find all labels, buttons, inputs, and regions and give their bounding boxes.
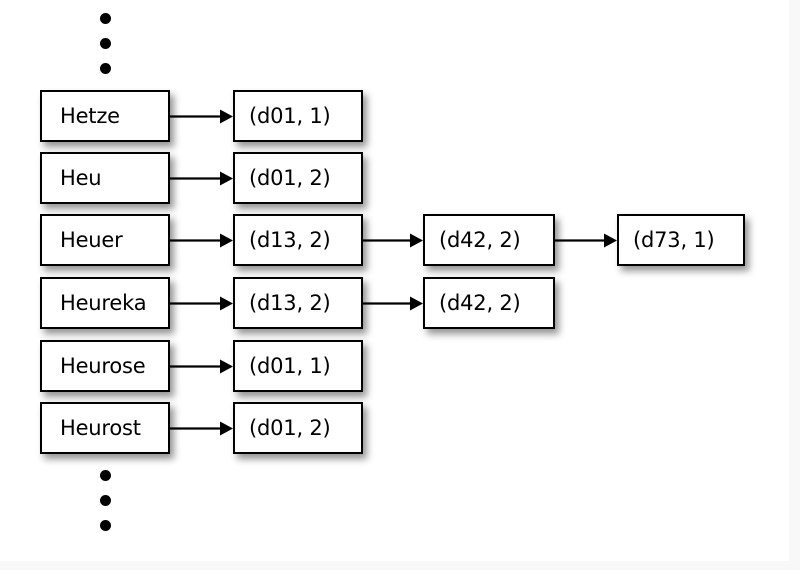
arrow-hetze-to-d01-1 [170,109,233,124]
term-label: Hetze [60,103,120,128]
posting-label: (d73, 1) [633,227,715,252]
term-node-t1: Heu [40,152,170,204]
posting-label: (d42, 2) [439,227,521,252]
arrow-heurost-to-d01-2 [170,421,233,436]
ellipsis-dot [100,38,111,49]
term-node-t2: Heuer [40,214,170,266]
term-node-t0: Hetze [40,90,170,142]
arrow-d13-2-to-d42-2-b [363,296,423,311]
ellipsis-dot [100,13,111,24]
arrow-d13-2-to-d42-2-a [363,233,423,248]
arrow-head [220,359,233,374]
posting-node-p3: (d13, 2) [233,277,363,329]
term-label: Heureka [60,290,147,315]
posting-node-q0: (d42, 2) [423,214,555,266]
posting-label: (d42, 2) [439,290,521,315]
arrow-head [220,421,233,436]
arrow-heu-to-d01-2 [170,171,233,186]
ellipsis-dot [100,63,111,74]
term-node-t4: Heurose [40,340,170,392]
posting-node-q1: (d42, 2) [423,277,555,329]
posting-label: (d01, 2) [249,165,331,190]
arrow-heurose-to-d01-1 [170,359,233,374]
arrow-head [220,233,233,248]
term-node-t3: Heureka [40,277,170,329]
arrow-d42-2-to-d73-1 [555,233,617,248]
page-edge-bottom [0,561,800,570]
arrow-head [604,233,617,248]
ellipsis-dot [100,470,111,481]
posting-node-p0: (d01, 1) [233,90,363,142]
term-label: Heu [60,165,102,190]
page-edge-right [789,0,800,570]
arrow-heureka-to-d13-2 [170,296,233,311]
posting-node-p5: (d01, 2) [233,402,363,454]
posting-node-r0: (d73, 1) [617,214,745,266]
arrow-head [220,171,233,186]
ellipsis-dot [100,495,111,506]
posting-label: (d01, 1) [249,353,331,378]
arrow-heuer-to-d13-2 [170,233,233,248]
posting-label: (d13, 2) [249,227,331,252]
term-node-t5: Heurost [40,402,170,454]
posting-node-p1: (d01, 2) [233,152,363,204]
arrow-head [410,233,423,248]
arrow-head [220,109,233,124]
arrow-head [220,296,233,311]
posting-node-p2: (d13, 2) [233,214,363,266]
term-label: Heurose [60,353,146,378]
posting-label: (d01, 1) [249,103,331,128]
arrow-head [410,296,423,311]
term-label: Heurost [60,415,141,440]
term-label: Heuer [60,227,123,252]
posting-label: (d13, 2) [249,290,331,315]
vertical-ellipsis-bottom [100,470,111,531]
vertical-ellipsis-top [100,13,111,74]
posting-node-p4: (d01, 1) [233,340,363,392]
ellipsis-dot [100,520,111,531]
posting-label: (d01, 2) [249,415,331,440]
